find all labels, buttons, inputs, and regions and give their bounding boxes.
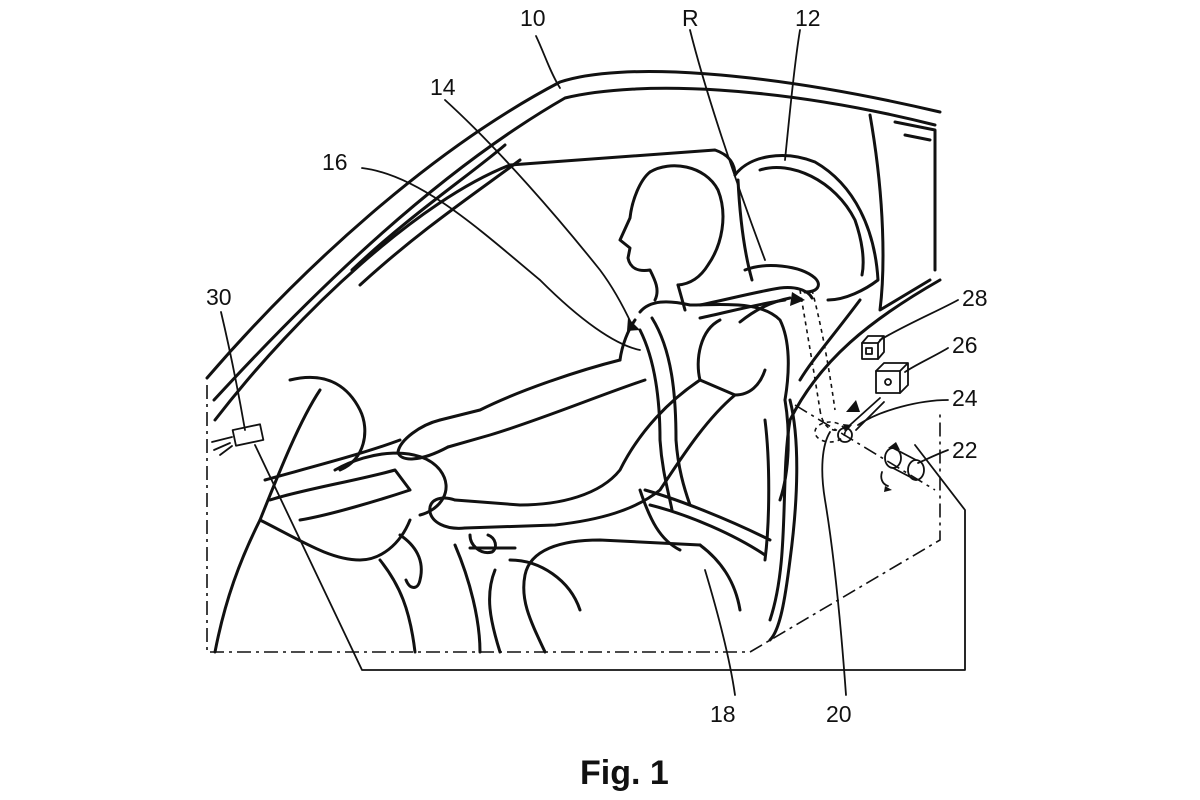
section-frame	[206, 385, 941, 653]
control-unit-26	[875, 362, 909, 394]
label-control-unit: 26	[952, 332, 978, 358]
label-lap-belt: 18	[710, 701, 736, 727]
leader-lines	[220, 29, 959, 696]
label-camera: 30	[206, 284, 232, 310]
figure-caption: Fig. 1	[580, 754, 669, 792]
label-seat: 12	[795, 5, 821, 31]
seat	[733, 154, 880, 642]
label-motor: 22	[952, 437, 978, 463]
buckle-24	[794, 397, 936, 491]
retraction-direction-arrow	[738, 292, 805, 324]
motor-22	[880, 442, 925, 492]
camera-30	[211, 423, 265, 456]
label-belt-webbing: 16	[322, 149, 348, 175]
label-direction: R	[682, 5, 699, 31]
seat-belt	[638, 286, 841, 557]
label-sensor: 28	[962, 285, 988, 311]
vehicle-body	[205, 70, 942, 654]
label-occupant: 14	[430, 74, 456, 100]
label-belt-path: 20	[826, 701, 852, 727]
occupant	[396, 164, 790, 654]
label-vehicle: 10	[520, 5, 546, 31]
label-buckle: 24	[952, 385, 978, 411]
camera-connector-line	[254, 444, 966, 671]
